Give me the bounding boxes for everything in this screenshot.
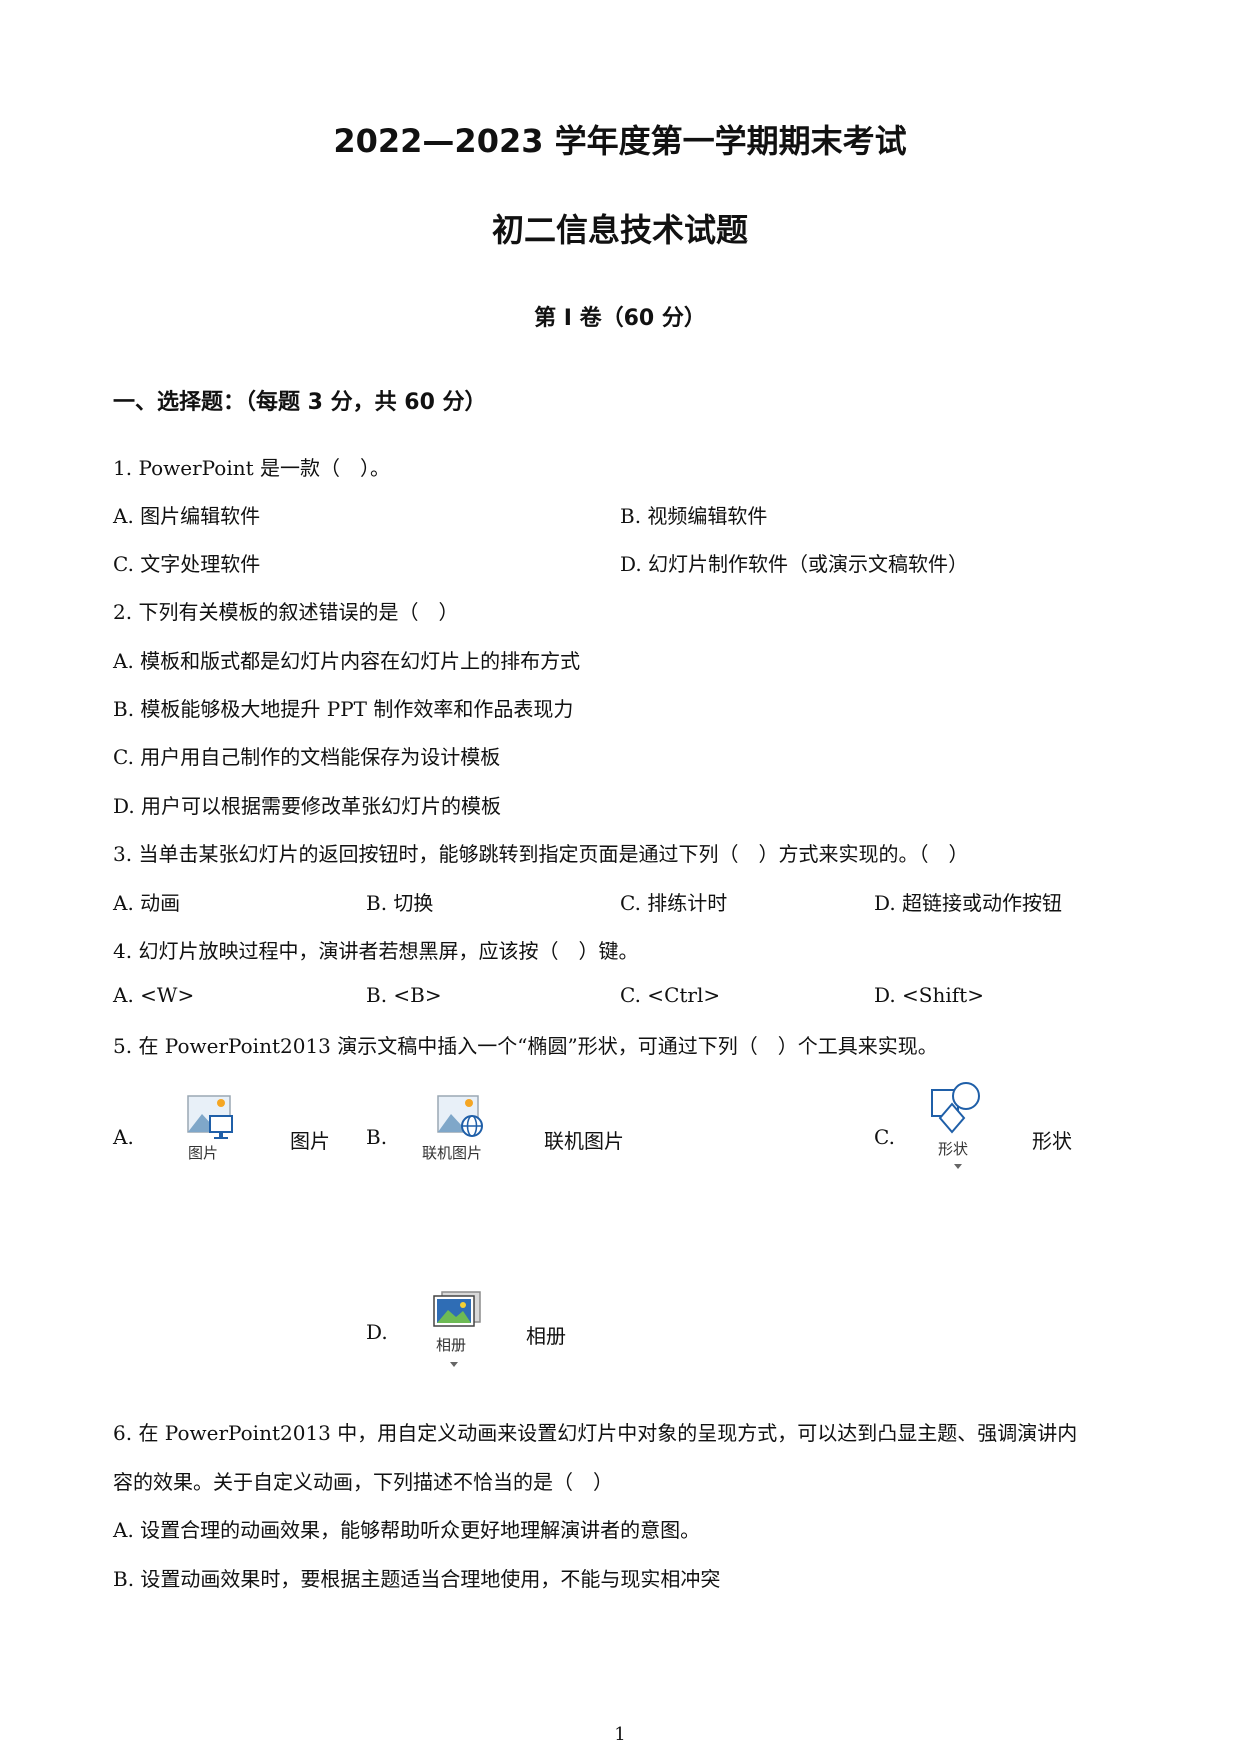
shapes-dropdown-icon: [954, 1164, 962, 1169]
q6-option-a: A. 设置合理的动画效果，能够帮助听众更好地理解演讲者的意图。: [113, 1518, 701, 1542]
q2-stem: 2. 下列有关模板的叙述错误的是（ ）: [113, 600, 459, 624]
q4-option-c: C. <Ctrl>: [620, 983, 721, 1007]
volume-label: 第 I 卷（60 分）: [534, 306, 706, 331]
online-picture-tool-icon: 联机图片: [420, 1092, 500, 1164]
q3-option-a: A. 动画: [113, 891, 181, 915]
q4-option-b: B. <B>: [366, 983, 442, 1007]
q4-stem: 4. 幻灯片放映过程中，演讲者若想黑屏，应该按（ ）键。: [113, 939, 639, 963]
q3-stem: 3. 当单击某张幻灯片的返回按钮时，能够跳转到指定页面是通过下列（ ）方式来实现…: [113, 842, 969, 866]
photo-album-tool-icon: 相册: [428, 1286, 488, 1382]
q6-stem-line2: 容的效果。关于自定义动画，下列描述不恰当的是（ ）: [113, 1470, 613, 1494]
shapes-tool-caption: 形状: [938, 1140, 969, 1158]
q5-option-d-text: 相册: [526, 1324, 566, 1348]
q3-option-c: C. 排练计时: [620, 891, 728, 915]
q1-option-a: A. 图片编辑软件: [113, 504, 261, 528]
exam-subtitle: 初二信息技术试题: [491, 211, 748, 249]
q1-option-c: C. 文字处理软件: [113, 552, 261, 576]
q6-stem-line1: 6. 在 PowerPoint2013 中，用自定义动画来设置幻灯片中对象的呈现…: [113, 1421, 1078, 1445]
q5-stem: 5. 在 PowerPoint2013 演示文稿中插入一个“椭圆”形状，可通过下…: [113, 1034, 938, 1058]
photo-album-dropdown-icon: [450, 1362, 458, 1367]
photo-album-tool-caption: 相册: [436, 1336, 467, 1354]
page-number: 1: [614, 1724, 626, 1745]
online-picture-tool-caption: 联机图片: [422, 1144, 483, 1162]
q1-option-d: D. 幻灯片制作软件（或演示文稿软件）: [620, 552, 969, 576]
q2-option-b: B. 模板能够极大地提升 PPT 制作效率和作品表现力: [113, 697, 574, 721]
q5-option-a-letter: A.: [113, 1125, 134, 1149]
q2-option-c: C. 用户用自己制作的文档能保存为设计模板: [113, 745, 501, 769]
q5-option-b-text: 联机图片: [544, 1129, 624, 1153]
q1-stem: 1. PowerPoint 是一款（ ）。: [113, 456, 391, 480]
q2-option-a: A. 模板和版式都是幻灯片内容在幻灯片上的排布方式: [113, 649, 581, 673]
q6-option-b: B. 设置动画效果时，要根据主题适当合理地使用，不能与现实相冲突: [113, 1567, 721, 1591]
q5-option-b-letter: B.: [366, 1125, 388, 1149]
exam-title: 2022—2023 学年度第一学期期末考试: [333, 122, 907, 160]
picture-tool-icon: 图片: [180, 1092, 240, 1164]
q5-option-c-text: 形状: [1032, 1129, 1072, 1153]
q5-option-c-letter: C.: [874, 1125, 895, 1149]
q4-option-a: A. <W>: [113, 983, 195, 1007]
section-heading: 一、选择题：（每题 3 分，共 60 分）: [113, 390, 487, 415]
q5-option-d-letter: D.: [366, 1320, 388, 1344]
picture-tool-caption: 图片: [188, 1144, 219, 1162]
q1-option-b: B. 视频编辑软件: [620, 504, 768, 528]
q5-option-a-text: 图片: [290, 1129, 330, 1153]
q4-option-d: D. <Shift>: [874, 983, 984, 1007]
q3-option-b: B. 切换: [366, 891, 434, 915]
q2-option-d: D. 用户可以根据需要修改革张幻灯片的模板: [113, 794, 502, 818]
shapes-tool-icon: 形状: [928, 1080, 988, 1176]
q3-option-d: D. 超链接或动作按钮: [874, 891, 1063, 915]
